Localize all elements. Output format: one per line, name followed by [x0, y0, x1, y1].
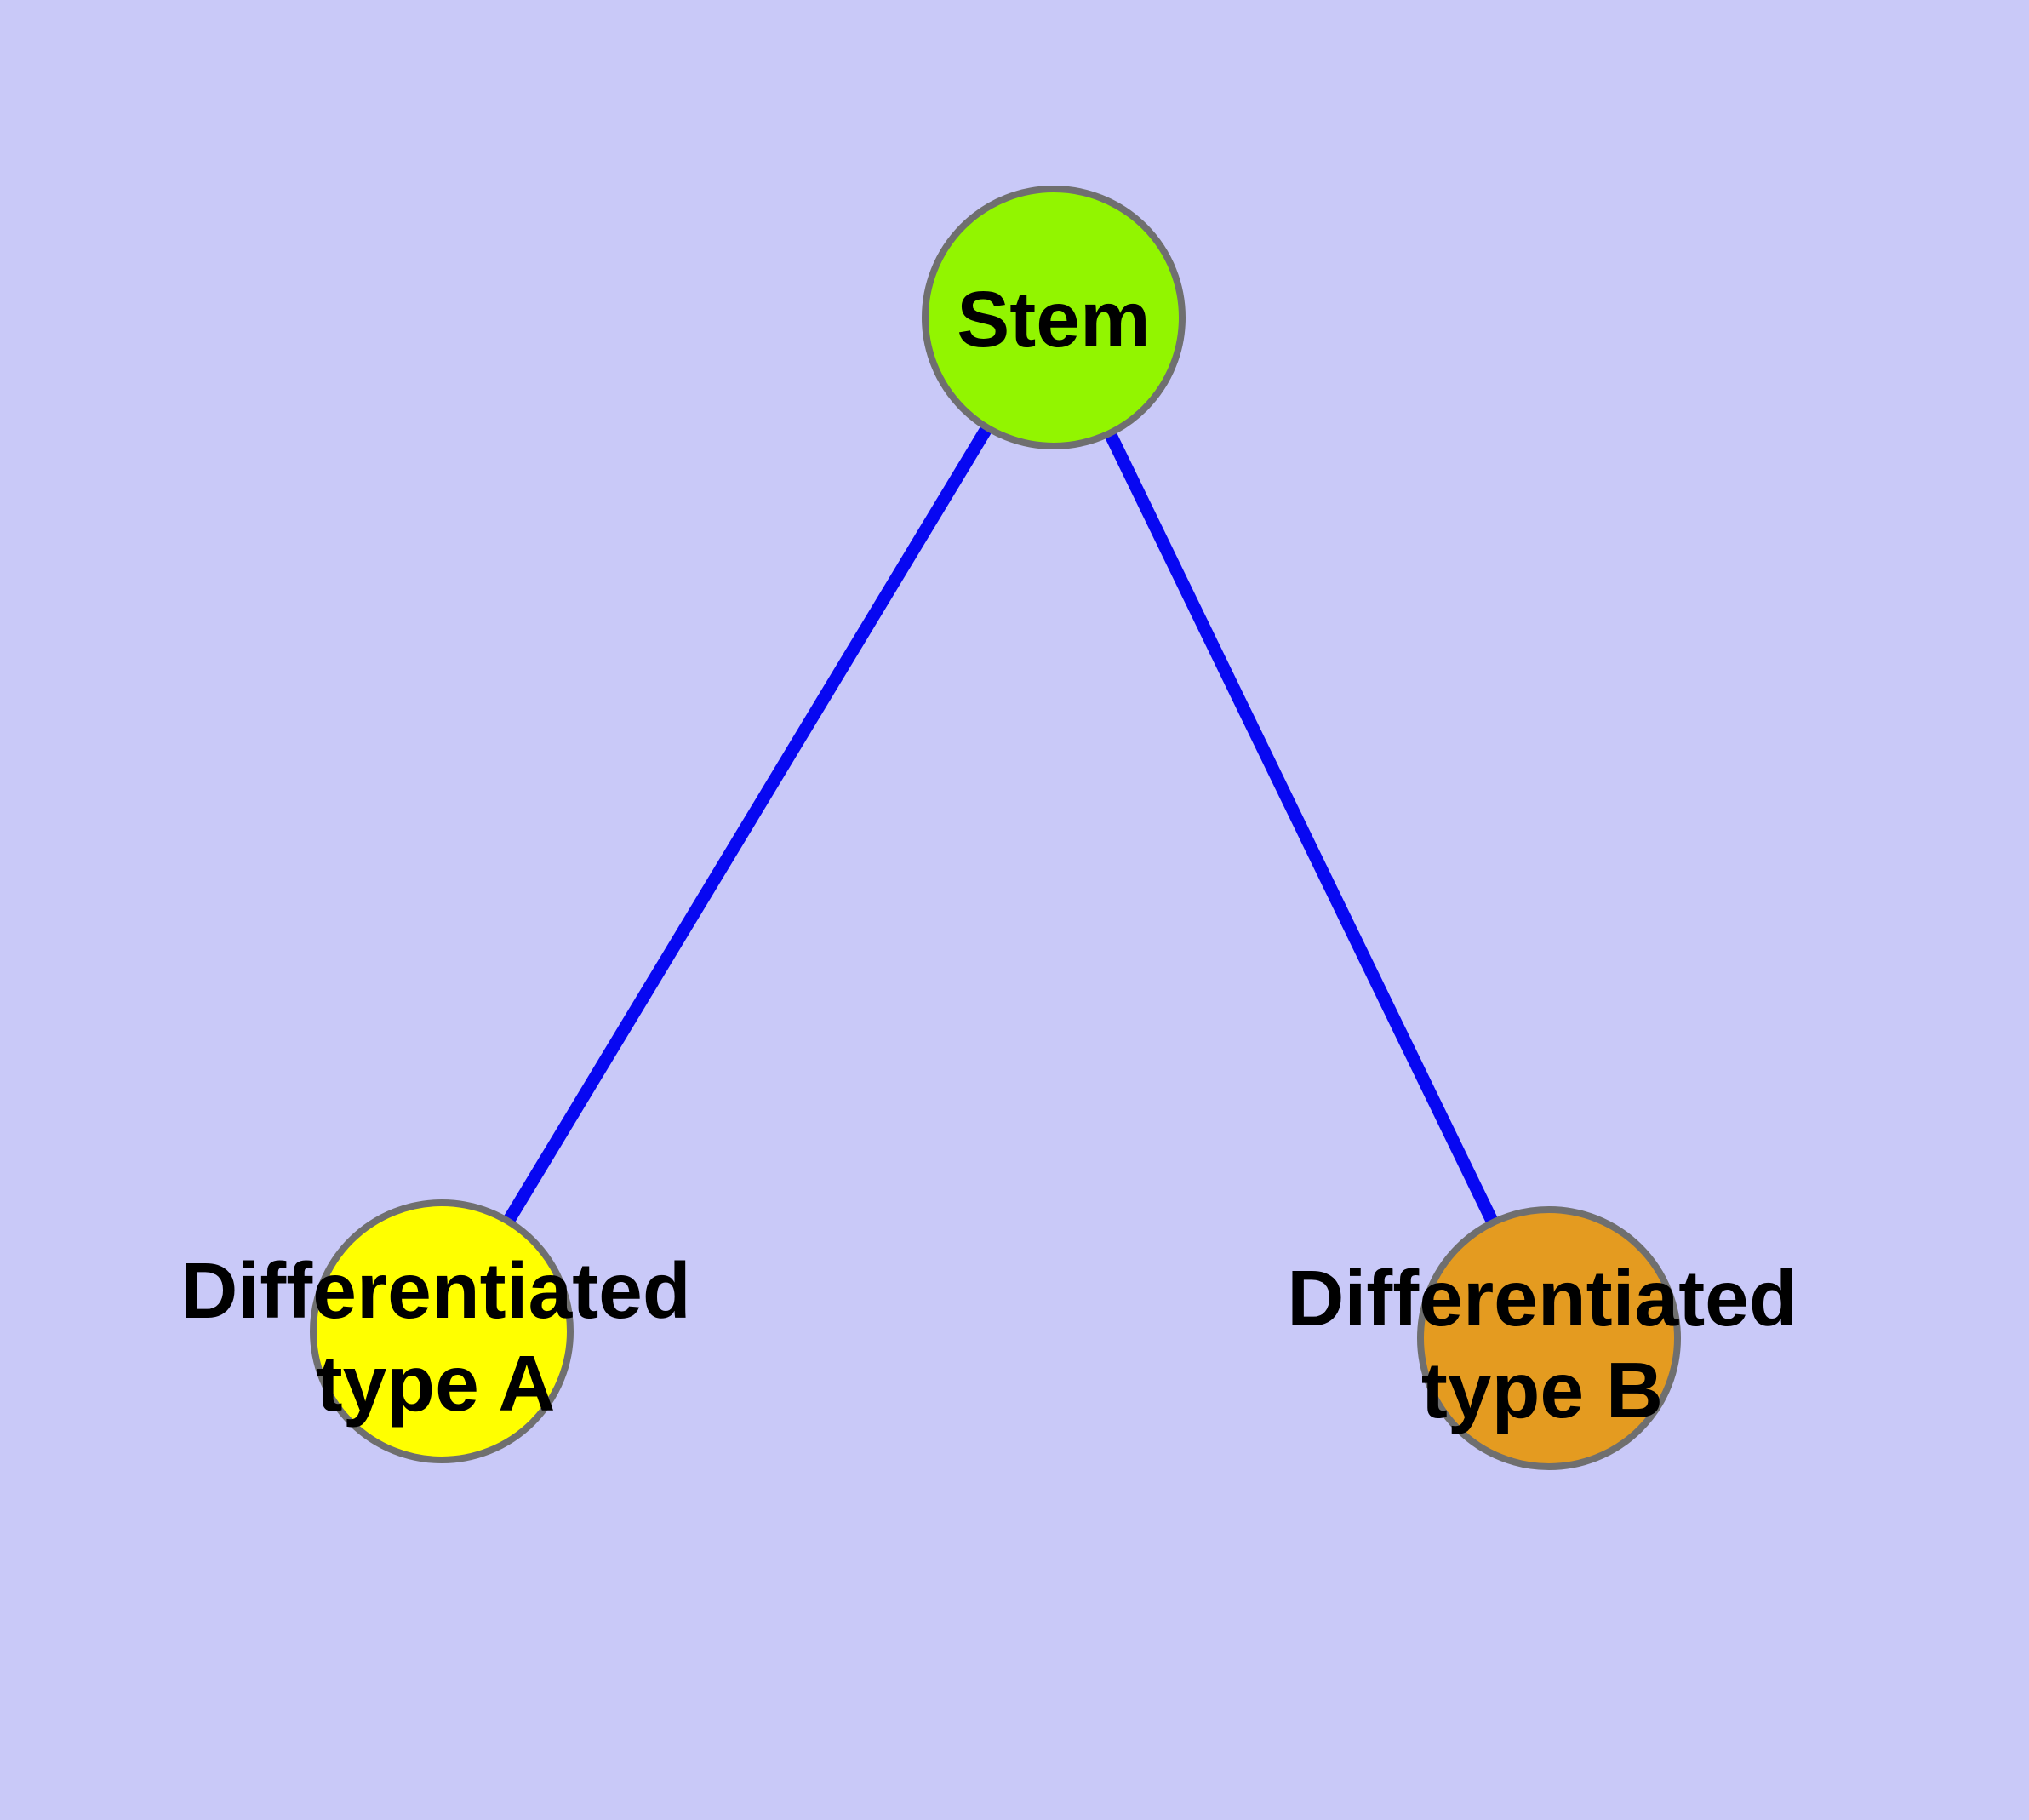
node-type-b-circle: [1417, 1206, 1681, 1470]
node-stem-label: Stem: [957, 275, 1150, 363]
node-type-a-circle: [310, 1199, 574, 1463]
node-type-a-label-line1: Differentiated: [180, 1246, 690, 1335]
node-type-b-label-line2: type B: [1421, 1346, 1663, 1434]
node-type-a-label-line2: type A: [317, 1339, 556, 1428]
edge-stem-to-type-a: [436, 314, 1060, 1335]
node-type-b-label-line1: Differentiated: [1287, 1254, 1797, 1342]
node-stem-circle: [922, 186, 1186, 449]
edge-stem-to-type-b: [1048, 314, 1555, 1342]
